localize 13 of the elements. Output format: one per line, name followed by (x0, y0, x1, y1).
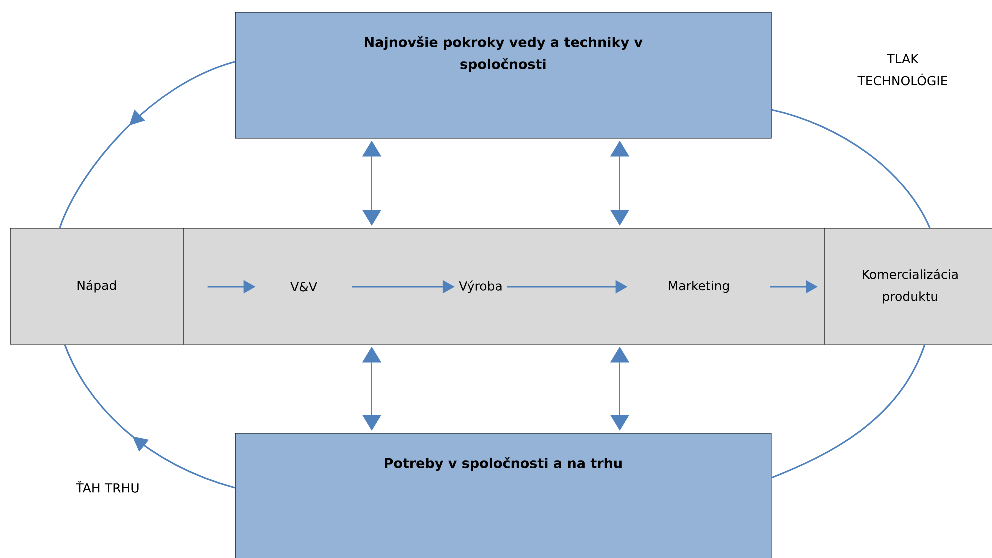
flow-label: ŤAH TRHU (76, 481, 139, 493)
stage-text: Výroba (459, 280, 502, 294)
stage-text: Marketing (669, 280, 730, 294)
curved-arrow (64, 344, 236, 489)
flow-label: TLAK TECHNOLÓGIE (858, 54, 948, 86)
curved-arrow (59, 61, 236, 228)
market-box: Potreby v spoločnosti a na trhu (235, 433, 772, 558)
science-box: Najnovšie pokroky vedy a techniky v spoločnosti (235, 12, 772, 139)
curved-line (772, 109, 931, 228)
stage-text: V&V (290, 282, 318, 292)
stage-cell: Nápad (10, 228, 184, 345)
curved-line (772, 344, 926, 479)
stage-cell: Komercializácia produktu (824, 228, 992, 345)
